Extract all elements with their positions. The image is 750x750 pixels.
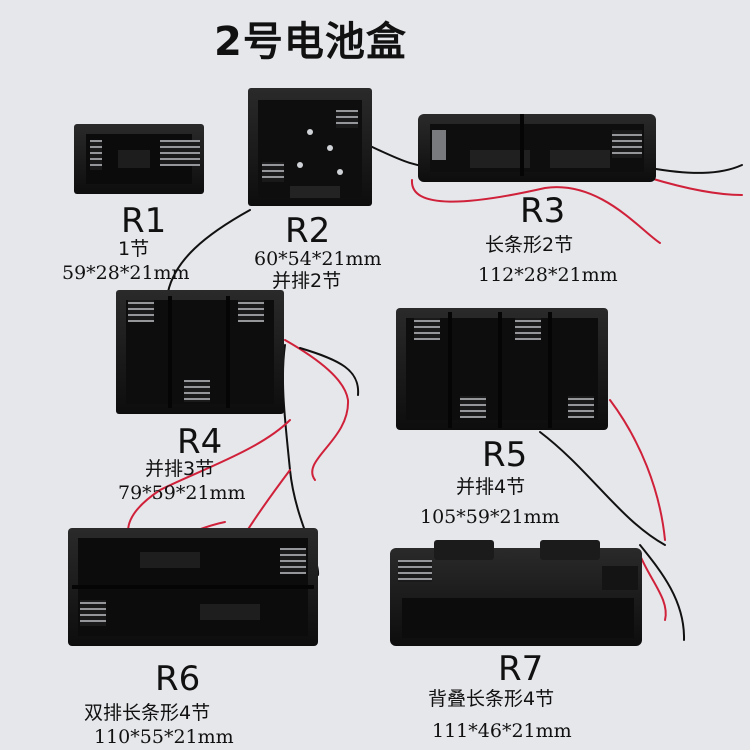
product-code-r7: R7 [498, 649, 544, 689]
product-code-r6: R6 [155, 659, 201, 699]
product-desc-r6: 双排长条形4节 [84, 702, 211, 724]
product-dims-r6: 110*55*21mm [94, 726, 234, 748]
product-desc-r5: 并排4节 [456, 476, 526, 498]
product-dims-r2: 60*54*21mm [254, 248, 382, 270]
product-desc-r7: 背叠长条形4节 [428, 688, 555, 710]
product-dims-r3: 112*28*21mm [478, 264, 618, 286]
product-desc-r2: 并排2节 [272, 270, 342, 292]
product-dims-r7: 111*46*21mm [432, 720, 572, 742]
holder-r5 [396, 308, 608, 430]
product-code-r4: R4 [177, 422, 223, 462]
product-desc-r3: 长条形2节 [485, 234, 574, 256]
holder-r2 [248, 88, 372, 206]
page-title: 2号电池盒 [214, 19, 407, 65]
product-code-r2: R2 [285, 211, 331, 251]
holder-r6 [68, 528, 318, 646]
product-desc-r1: 1节 [118, 238, 150, 260]
product-desc-r4: 并排3节 [145, 458, 215, 480]
product-dims-r5: 105*59*21mm [420, 506, 560, 528]
product-dims-r4: 79*59*21mm [118, 482, 246, 504]
product-dims-r1: 59*28*21mm [62, 262, 190, 284]
product-code-r5: R5 [482, 435, 528, 475]
product-code-r3: R3 [520, 191, 566, 231]
holder-r1 [74, 124, 204, 194]
holder-r3 [418, 114, 656, 182]
holder-r4 [116, 290, 284, 414]
product-code-r1: R1 [121, 201, 167, 241]
holder-r7 [390, 540, 642, 646]
